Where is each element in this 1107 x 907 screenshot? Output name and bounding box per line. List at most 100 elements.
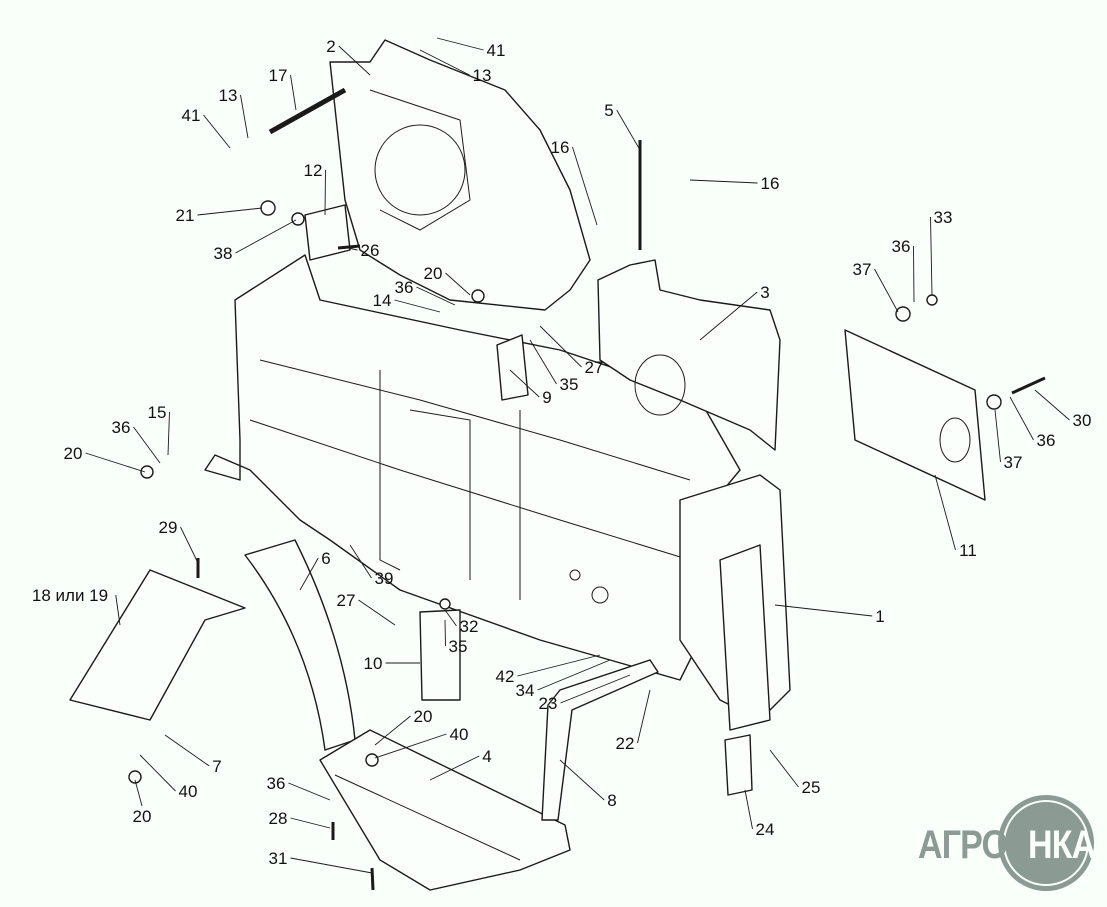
callout-label: 35 (560, 375, 579, 394)
leader-line (616, 109, 641, 151)
leader-line (338, 45, 371, 76)
callout-label: 10 (364, 654, 383, 673)
part-bolt-31 (370, 867, 375, 891)
leader-line (539, 325, 582, 368)
callout-label: 30 (1073, 411, 1092, 430)
callout-label: 13 (473, 66, 492, 85)
part-plate-9 (496, 334, 529, 401)
callout-label: 20 (133, 807, 152, 826)
leader-line (509, 369, 540, 398)
leader-line (324, 169, 326, 216)
callout-label: 8 (607, 791, 616, 810)
callout-label: 41 (487, 41, 506, 60)
leader-line (560, 674, 631, 704)
leader-line (139, 754, 176, 792)
callout-label: 26 (361, 241, 380, 260)
part-nut-20b (471, 289, 485, 303)
leader-line (537, 659, 611, 691)
callout-label: 32 (460, 617, 479, 636)
leader-line (85, 452, 146, 473)
part-washer-38 (291, 212, 305, 226)
part-nut-20 (140, 465, 154, 479)
callout-label: 42 (496, 667, 515, 686)
leader-line (689, 179, 758, 184)
part-curved-guard-6 (244, 539, 356, 751)
callout-label: 23 (539, 694, 558, 713)
leader-line (394, 299, 441, 313)
callout-label: 34 (516, 681, 535, 700)
callout-label: 16 (551, 138, 570, 157)
leader-line (416, 286, 456, 306)
part-bolt-26 (337, 244, 361, 250)
part-shaft-17 (268, 87, 347, 135)
callout-label: 13 (219, 86, 238, 105)
callout-label: 28 (269, 809, 288, 828)
leader-line (572, 146, 598, 226)
part-bracket-24 (724, 734, 753, 796)
part-post-channel (719, 544, 771, 731)
callout-label: 21 (176, 206, 195, 225)
leader-line (290, 857, 373, 874)
leader-line (115, 594, 121, 626)
leader-line (444, 619, 446, 647)
callout-label: 7 (212, 757, 221, 776)
callout-label: 2 (326, 37, 335, 56)
callout-label: 27 (337, 591, 356, 610)
leader-line (529, 339, 557, 385)
leader-line (197, 207, 263, 216)
leader-line (203, 114, 231, 149)
callout-label: 35 (449, 637, 468, 656)
leader-line (517, 654, 601, 677)
callout-label: 37 (853, 260, 872, 279)
callout-label: 39 (375, 569, 394, 588)
leader-line (444, 609, 457, 627)
part-washer-37 (895, 306, 911, 322)
leader-line (874, 268, 899, 313)
leader-line (134, 779, 143, 807)
callout-label: 18 или 19 (32, 586, 108, 605)
part-nut-21 (260, 200, 276, 216)
callout-label: 40 (450, 725, 469, 744)
leader-line (559, 759, 605, 801)
leader-line (374, 715, 411, 746)
leader-line (994, 409, 1001, 463)
callout-label: 36 (395, 278, 414, 297)
callout-label: 1 (875, 607, 884, 626)
part-washer-32 (439, 598, 451, 610)
leader-line (429, 755, 480, 781)
leader-line (769, 749, 799, 788)
leader-line (290, 74, 297, 111)
callout-label: 6 (321, 549, 330, 568)
leader-line (445, 272, 471, 296)
leader-line (288, 782, 331, 801)
part-nut-20d (128, 770, 142, 784)
part-sheet-18-19 (69, 569, 246, 721)
leader-line (240, 94, 249, 139)
leader-line (913, 245, 915, 303)
part-plate-3 (597, 259, 781, 451)
callout-label: 17 (269, 66, 288, 85)
part-bolt-30 (1011, 376, 1046, 395)
callout-label: 40 (179, 782, 198, 801)
leader-line (167, 411, 170, 456)
part-tray-4 (319, 729, 571, 891)
callout-label: 14 (373, 291, 392, 310)
leader-line (699, 291, 758, 341)
logo-text-left: АГРО (918, 823, 1008, 867)
callout-label: 37 (1004, 453, 1023, 472)
callout-label: 31 (269, 849, 288, 868)
callout-label: 11 (959, 541, 977, 560)
callout-label: 20 (414, 707, 433, 726)
part-bracket-12 (304, 204, 351, 261)
leader-line (1009, 396, 1034, 441)
part-shield-opening (374, 124, 466, 216)
leader-line (744, 789, 753, 830)
callout-label: 16 (761, 174, 780, 193)
callout-label: 36 (1037, 431, 1056, 450)
callout-label: 36 (267, 774, 286, 793)
callout-label: 38 (214, 244, 233, 263)
leader-line (436, 37, 484, 51)
leader-line (358, 599, 396, 626)
